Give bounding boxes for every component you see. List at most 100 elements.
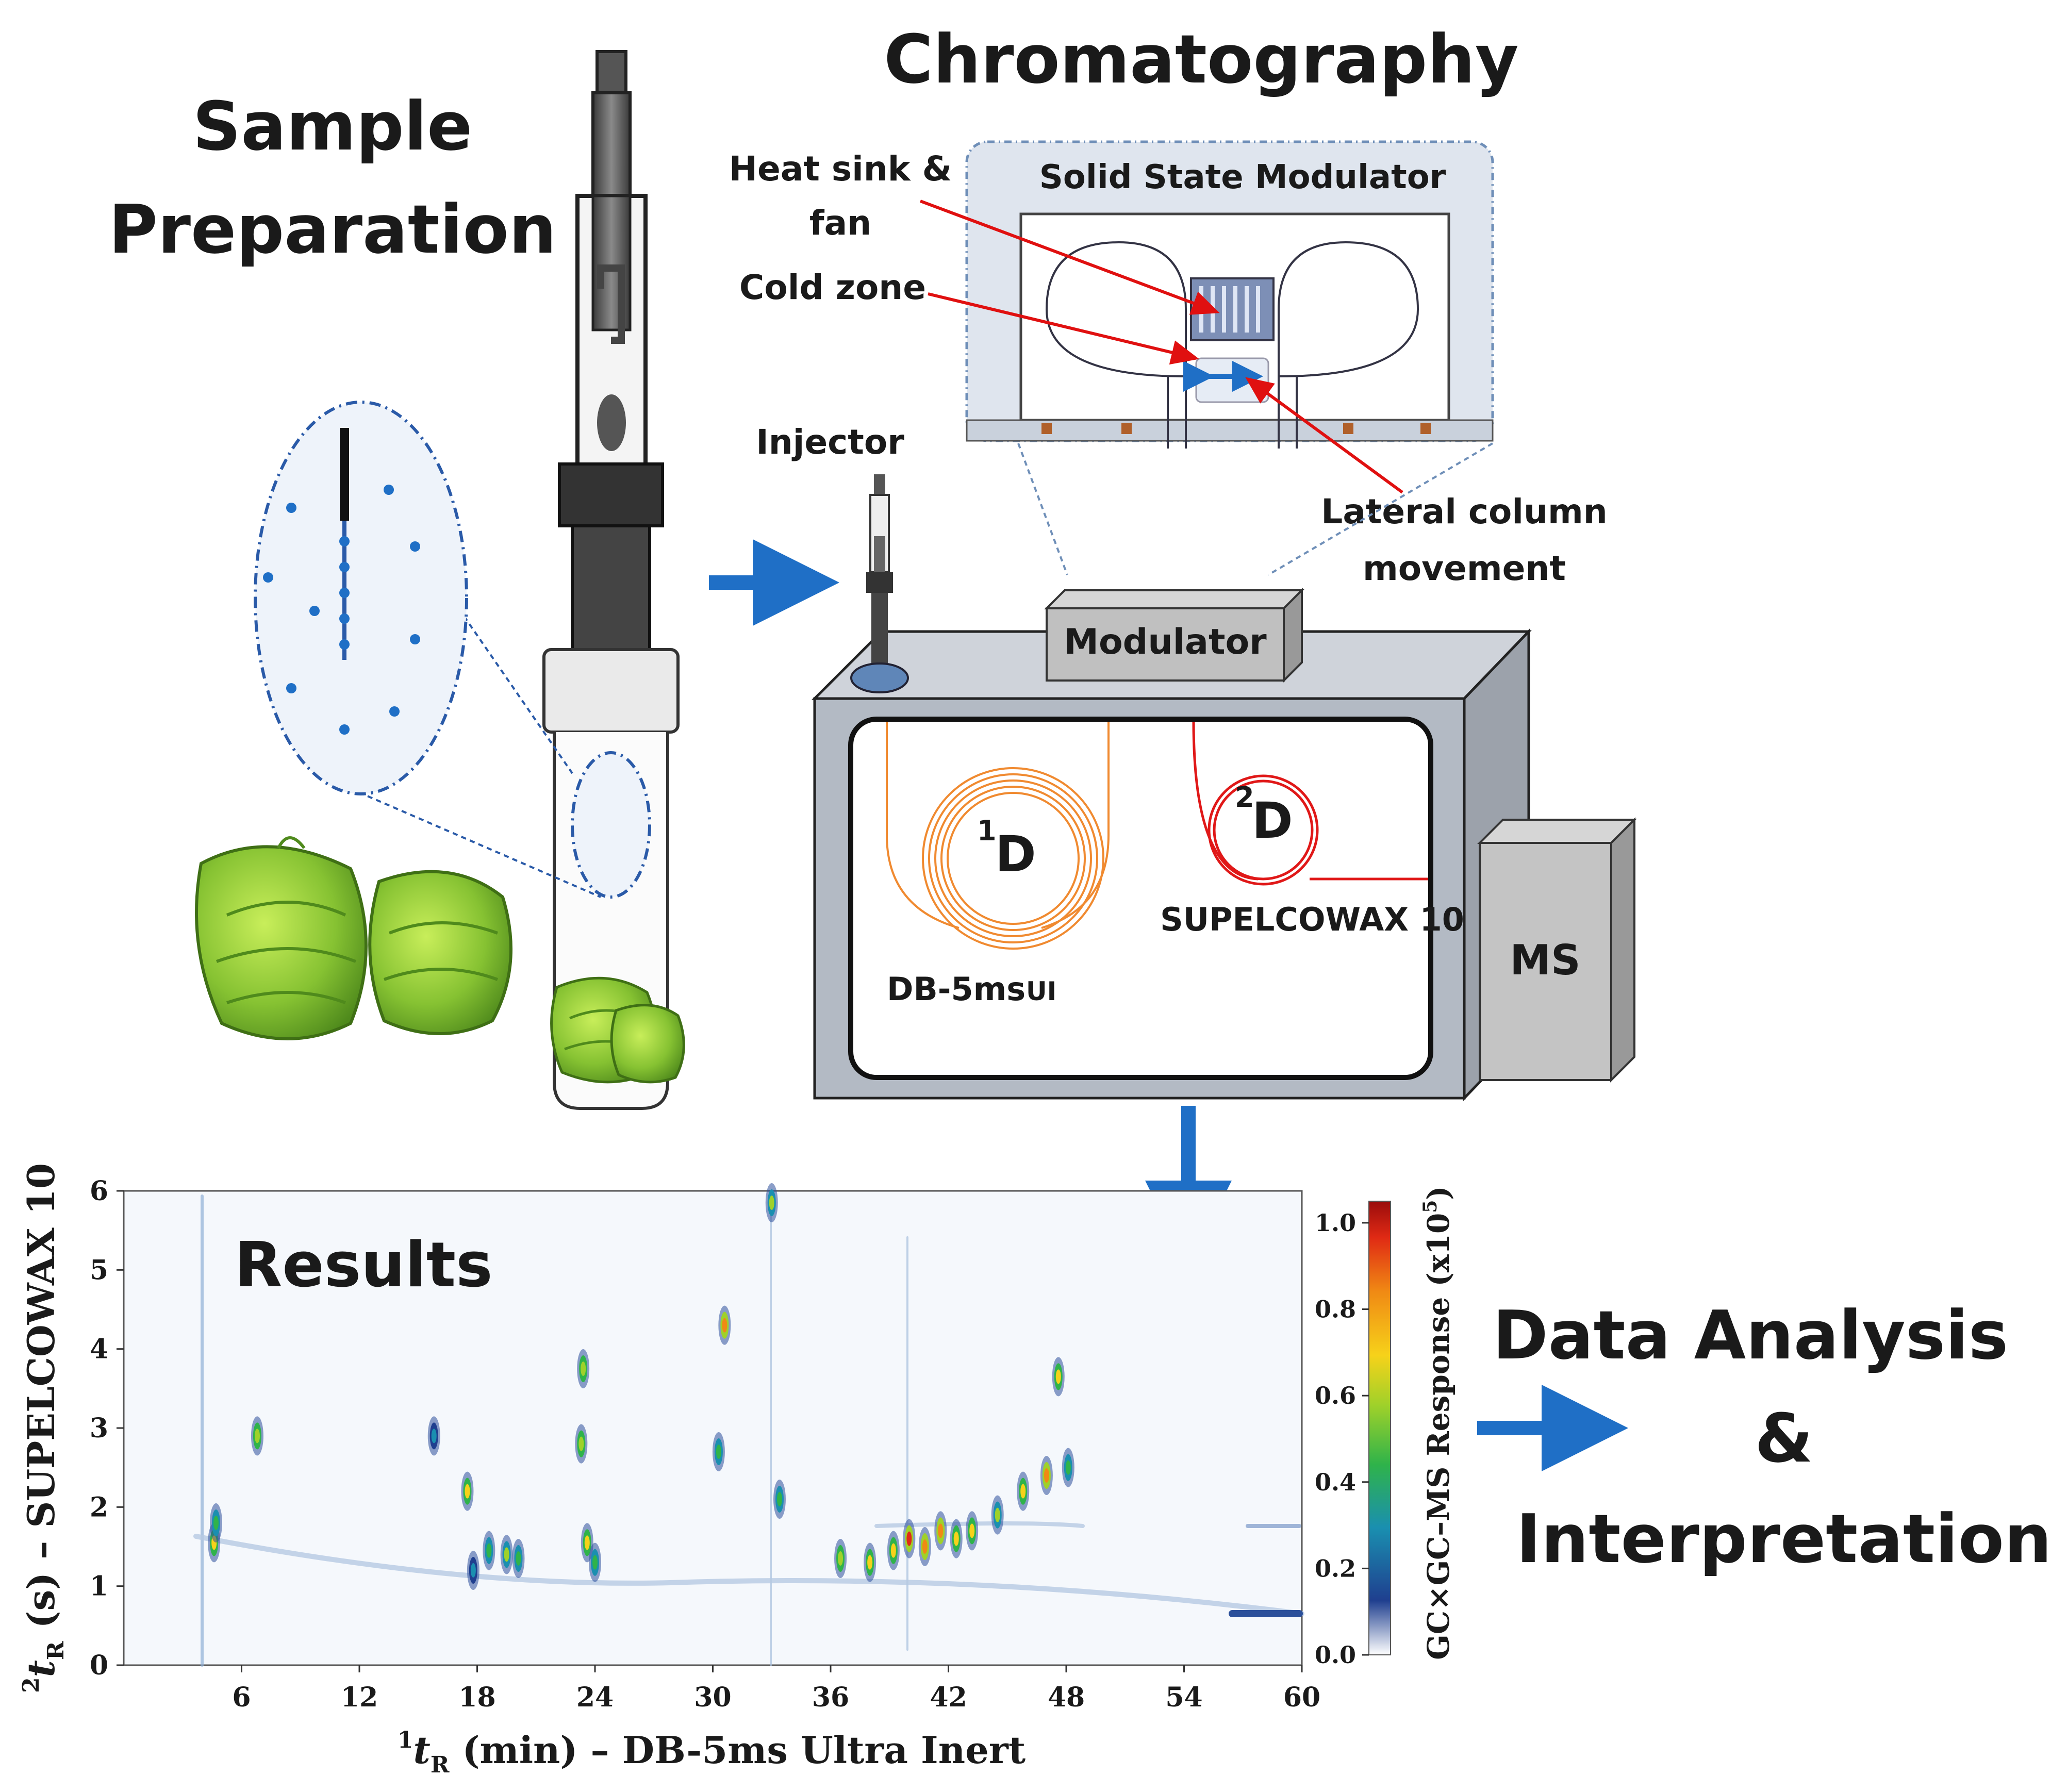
x-axis-label-var: t bbox=[413, 1728, 431, 1772]
peak-7 bbox=[500, 1535, 513, 1574]
colorbar-label-close: ) bbox=[1421, 1186, 1456, 1200]
lateral-movement-pointer bbox=[1245, 377, 1403, 494]
y-tick-label: 0 bbox=[90, 1650, 108, 1681]
x-tick-label: 60 bbox=[1283, 1682, 1320, 1713]
modulator-inset: Solid State Modulator Heat sink & fan Co… bbox=[729, 140, 1608, 588]
x-tick-label: 6 bbox=[232, 1682, 251, 1713]
lateral-movement-label-line1: Lateral column bbox=[1321, 492, 1607, 532]
peak-21 bbox=[903, 1519, 916, 1558]
cold-zone-pointer bbox=[928, 292, 1199, 365]
peak-22 bbox=[918, 1527, 931, 1566]
peak-16 bbox=[765, 1183, 778, 1222]
x-tick-label: 24 bbox=[576, 1682, 614, 1713]
x-tick-label: 48 bbox=[1048, 1682, 1085, 1713]
peak-15 bbox=[712, 1432, 725, 1471]
data-analysis-title-line3: Interpretation bbox=[1516, 1500, 2051, 1578]
y-axis-label-var: t bbox=[19, 1660, 63, 1677]
results-title: Results bbox=[235, 1230, 493, 1301]
data-analysis-title-line1: Data Analysis bbox=[1493, 1296, 2008, 1374]
x-tick-label: 12 bbox=[341, 1682, 378, 1713]
peak-30 bbox=[1062, 1448, 1074, 1487]
peak-2 bbox=[209, 1503, 222, 1542]
peak-3 bbox=[251, 1416, 263, 1456]
colorbar-tick-label: 0.6 bbox=[1315, 1382, 1356, 1409]
x-tick-label: 54 bbox=[1165, 1682, 1202, 1713]
peak-20 bbox=[887, 1531, 900, 1570]
colorbar-tick-label: 0.4 bbox=[1315, 1468, 1356, 1496]
column1-suffix: UI bbox=[1026, 976, 1056, 1006]
column2-label: SUPELCOWAX 10 bbox=[1160, 901, 1464, 938]
colorbar-label-exp: 5 bbox=[1419, 1200, 1441, 1213]
peak-4 bbox=[461, 1471, 474, 1511]
sample-prep-title-line1: Sample bbox=[193, 87, 473, 165]
second-dimension-label: D bbox=[1252, 792, 1293, 850]
lateral-movement-label-line2: movement bbox=[1363, 549, 1566, 588]
y-tick-label: 3 bbox=[90, 1413, 108, 1444]
x-axis-label-text: (min) – DB-5ms Ultra Inert bbox=[449, 1728, 1026, 1772]
second-dimension-sup: 2 bbox=[1235, 781, 1254, 814]
peak-9 bbox=[427, 1416, 440, 1456]
hop-cones-image bbox=[195, 836, 685, 1084]
peak-5 bbox=[467, 1551, 479, 1590]
colorbar-ticks: 0.0 0.2 0.4 0.6 0.8 1.0 bbox=[1315, 1209, 1369, 1669]
peak-26 bbox=[991, 1495, 1004, 1535]
x-tick-label: 36 bbox=[812, 1682, 849, 1713]
peak-28 bbox=[1040, 1456, 1053, 1495]
peak-25 bbox=[966, 1511, 979, 1551]
peak-18 bbox=[834, 1539, 847, 1578]
colorbar-tick-label: 1.0 bbox=[1315, 1209, 1356, 1237]
colorbar-label-text: GC×GC–MS Response (x10 bbox=[1421, 1213, 1456, 1660]
sample-prep-title-line2: Preparation bbox=[109, 190, 557, 269]
peak-27 bbox=[1017, 1471, 1030, 1511]
peak-23 bbox=[934, 1511, 947, 1551]
colorbar: 0.0 0.2 0.4 0.6 0.8 1.0 GC×GC–MS Response (x1… bbox=[1315, 1186, 1456, 1669]
spme-zoom-callout bbox=[254, 401, 601, 898]
gc-oven: 1 D 2 D SUPELCOWAX 10 DB-5ms UI bbox=[811, 628, 1532, 1102]
peak-29 bbox=[1052, 1357, 1065, 1397]
y-axis-label-sup: 2 bbox=[18, 1677, 44, 1693]
colorbar-tick-label: 0.8 bbox=[1315, 1296, 1356, 1323]
peak-17 bbox=[773, 1480, 786, 1519]
first-dimension-label: D bbox=[995, 825, 1036, 883]
data-analysis-title-line2: & bbox=[1755, 1399, 1813, 1478]
peak-11 bbox=[575, 1424, 588, 1464]
first-dimension-sup: 1 bbox=[977, 815, 997, 847]
peak-13 bbox=[589, 1542, 601, 1582]
y-tick-label: 5 bbox=[90, 1254, 108, 1286]
mass-spectrometer: MS bbox=[1477, 817, 1637, 1083]
y-tick-label: 4 bbox=[90, 1334, 108, 1365]
heat-sink-label-line1: Heat sink & bbox=[729, 149, 952, 189]
spme-holder bbox=[558, 50, 664, 876]
modulator-label: Modulator bbox=[1064, 622, 1267, 662]
peak-10 bbox=[577, 1349, 590, 1388]
peak-24 bbox=[950, 1519, 963, 1558]
y-axis-label-sub: R bbox=[43, 1641, 69, 1660]
chromatography-title: Chromatography bbox=[884, 20, 1518, 98]
plot-peaks bbox=[208, 1183, 1074, 1590]
injector-label: Injector bbox=[756, 422, 904, 462]
y-tick-label: 2 bbox=[90, 1491, 108, 1523]
modulator-box: Modulator bbox=[1044, 588, 1304, 683]
colorbar-tick-label: 0.0 bbox=[1315, 1641, 1356, 1669]
modulator-inset-title: Solid State Modulator bbox=[1039, 158, 1446, 196]
peak-19 bbox=[864, 1542, 876, 1582]
ms-label: MS bbox=[1510, 936, 1580, 984]
colorbar-tick-label: 0.2 bbox=[1315, 1554, 1356, 1582]
cold-zone-label: Cold zone bbox=[739, 268, 926, 307]
peak-8 bbox=[512, 1539, 525, 1578]
colorbar-label: GC×GC–MS Response (x105) bbox=[1419, 1186, 1456, 1660]
injector: Injector bbox=[756, 422, 909, 693]
x-tick-label: 42 bbox=[930, 1682, 967, 1713]
column1-label: DB-5ms bbox=[887, 970, 1026, 1008]
y-tick-label: 1 bbox=[90, 1571, 108, 1602]
peak-6 bbox=[483, 1531, 495, 1570]
peak-14 bbox=[718, 1305, 731, 1345]
plot-streaks bbox=[193, 1190, 1304, 1667]
y-tick-label: 6 bbox=[90, 1175, 108, 1207]
y-axis-ticks: 0 1 2 3 4 5 6 bbox=[90, 1175, 124, 1681]
x-axis-label-sup: 1 bbox=[398, 1727, 413, 1753]
y-axis-label: 2tR (s) – SUPELCOWAX 10 bbox=[18, 1163, 69, 1693]
